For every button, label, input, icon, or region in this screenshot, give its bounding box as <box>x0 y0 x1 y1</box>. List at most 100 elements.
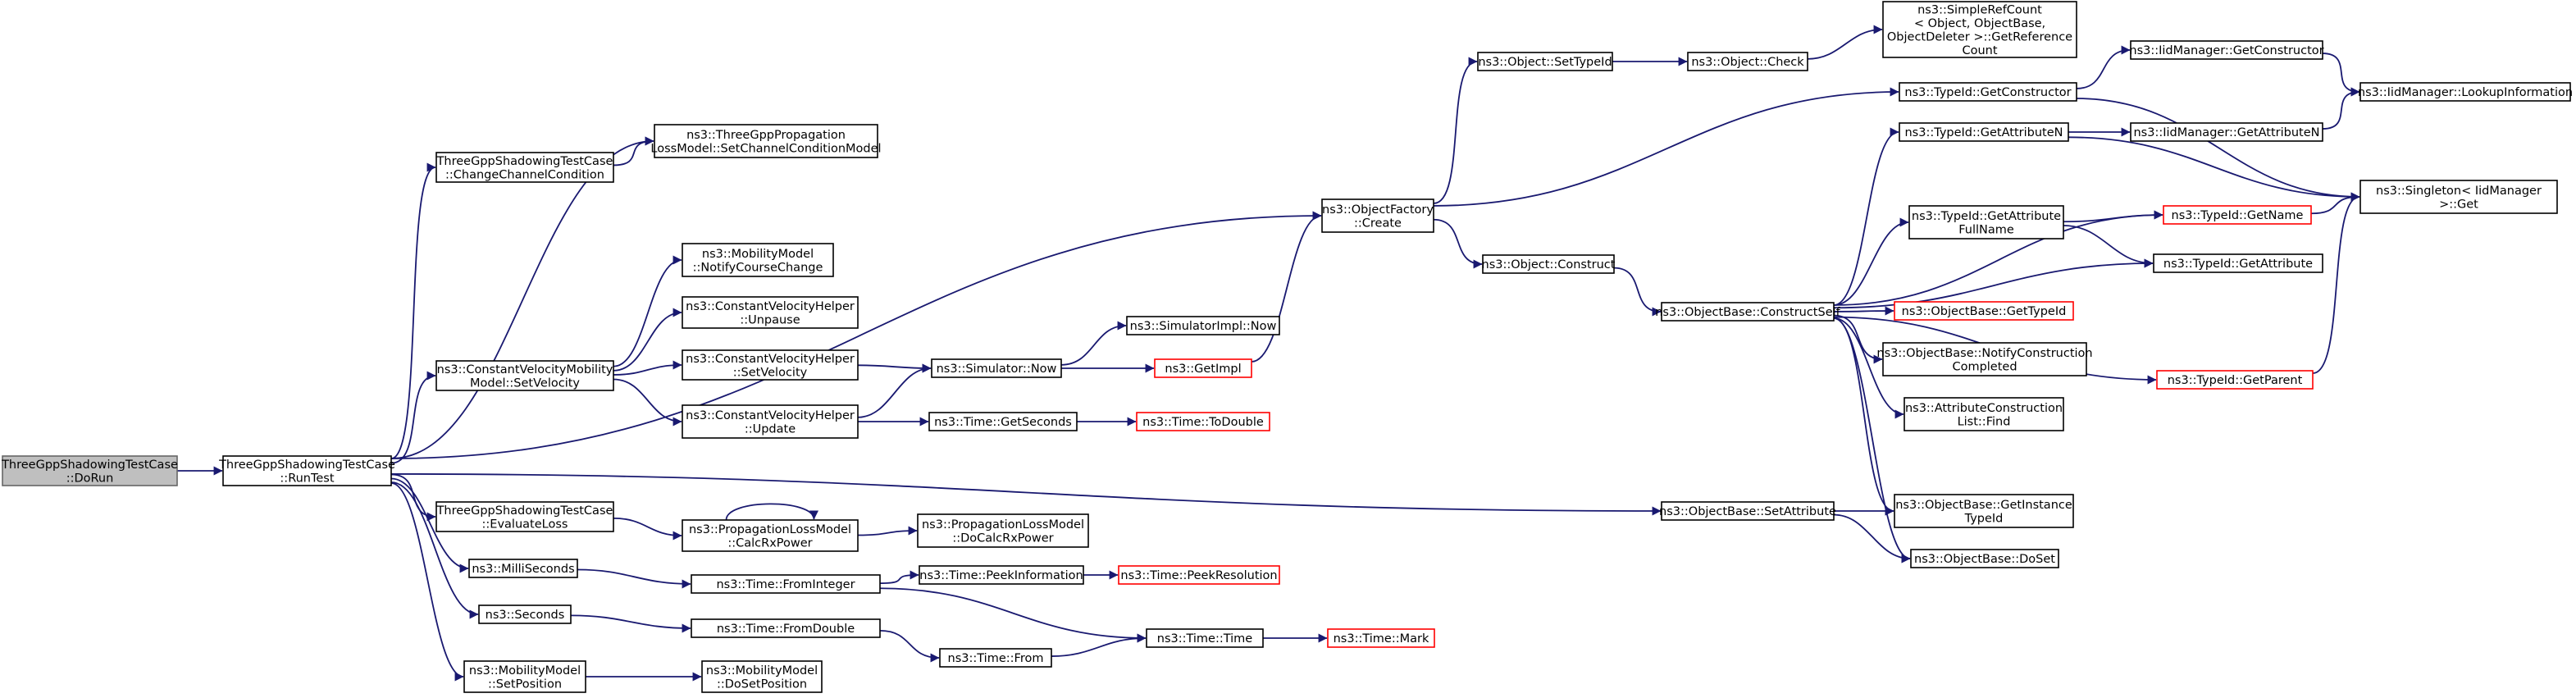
node-runtest[interactable]: ThreeGppShadowingTestCase::RunTest <box>218 455 395 486</box>
node-label: ns3::Time::FromDouble <box>717 623 855 636</box>
node-getattrn[interactable]: ns3::TypeId::GetAttributeN <box>1899 122 2069 142</box>
node-label: ns3::ObjectBase::SetAttribute <box>1659 505 1836 518</box>
node-label: ns3::MilliSeconds <box>472 563 574 576</box>
node-dosetpos[interactable]: ns3::MobilityModel::DoSetPosition <box>701 660 823 693</box>
edge-calcrx-to-docalcrx <box>857 526 918 536</box>
node-obgettypeid[interactable]: ns3::ObjectBase::GetTypeId <box>1894 301 2074 321</box>
node-ofcreate[interactable]: ns3::ObjectFactory::Create <box>1321 198 1434 233</box>
node-box <box>701 660 823 693</box>
node-box <box>654 124 878 158</box>
node-label: ::SetPosition <box>488 677 562 691</box>
node-box <box>1327 628 1435 648</box>
node-getconstructor[interactable]: ns3::TypeId::GetConstructor <box>1899 82 2077 102</box>
node-seconds[interactable]: ns3::Seconds <box>478 604 572 624</box>
node-label: Completed <box>1952 360 2017 373</box>
node-label: < Object, ObjectBase, <box>1914 17 2045 30</box>
edge-getattrn-to-singletonget <box>2068 136 2360 202</box>
node-box <box>1894 494 2074 528</box>
node-from[interactable]: ns3::Time::From <box>939 648 1052 668</box>
node-getattribute[interactable]: ns3::TypeId::GetAttribute <box>2153 253 2323 273</box>
node-time[interactable]: ns3::Time::Time <box>1146 628 1264 648</box>
node-unpause[interactable]: ns3::ConstantVelocityHelper::Unpause <box>682 296 859 329</box>
node-getparent[interactable]: ns3::TypeId::GetParent <box>2156 370 2314 390</box>
node-label: Model::SetVelocity <box>470 376 580 390</box>
node-label: ns3::Object::Construct <box>1482 258 1616 271</box>
node-setpos[interactable]: ns3::MobilityModel::SetPosition <box>463 660 586 693</box>
node-label: ns3::ObjectFactory <box>1322 203 1434 217</box>
node-simplerefcount[interactable]: ns3::SimpleRefCount< Object, ObjectBase,… <box>1882 1 2077 58</box>
node-iidgetconstructor[interactable]: ns3::IidManager::GetConstructor <box>2129 40 2324 60</box>
node-label: ns3::Time::PeekResolution <box>1120 569 1277 582</box>
node-box <box>928 412 1078 431</box>
edge-cvhupdate-to-simnow <box>857 363 932 418</box>
node-dorun[interactable]: ThreeGppShadowingTestCase::DoRun <box>1 455 178 486</box>
node-cvhupdate[interactable]: ns3::ConstantVelocityHelper::Update <box>682 404 859 439</box>
node-peekinfo[interactable]: ns3::Time::PeekInformation <box>919 565 1084 585</box>
node-millis[interactable]: ns3::MilliSeconds <box>468 559 578 578</box>
node-label: List::Find <box>1958 415 2011 428</box>
node-box <box>1882 1 2077 58</box>
node-cvhsetvel[interactable]: ns3::ConstantVelocityHelper::SetVelocity <box>682 349 859 381</box>
node-label: ::Unpause <box>740 313 800 326</box>
node-simimplnow[interactable]: ns3::SimulatorImpl::Now <box>1126 316 1280 335</box>
node-calcrx[interactable]: ns3::PropagationLossModel::CalcRxPower <box>682 519 859 552</box>
node-fromint[interactable]: ns3::Time::FromInteger <box>691 574 881 594</box>
node-box <box>222 455 392 486</box>
node-notifyconstruction[interactable]: ns3::ObjectBase::NotifyConstructionCompl… <box>1876 342 2093 376</box>
node-box <box>682 296 859 329</box>
node-box <box>2163 205 2312 225</box>
node-docalcrx[interactable]: ns3::PropagationLossModel::DoCalcRxPower <box>917 513 1089 548</box>
node-setvelocity[interactable]: ns3::ConstantVelocityMobilityModel::SetV… <box>435 360 614 391</box>
node-label: ns3::ConstantVelocityHelper <box>686 300 855 313</box>
node-label: ns3::TypeId::GetConstructor <box>1904 86 2071 99</box>
node-constructself[interactable]: ns3::ObjectBase::ConstructSelf <box>1655 302 1841 322</box>
node-singletonget[interactable]: ns3::Singleton< IidManager>::Get <box>2359 180 2558 214</box>
node-peekres[interactable]: ns3::Time::PeekResolution <box>1118 565 1280 585</box>
node-box <box>435 501 614 532</box>
node-setccm[interactable]: ns3::ThreeGppPropagationLossModel::SetCh… <box>650 124 882 158</box>
node-box <box>691 574 881 594</box>
node-box <box>919 565 1084 585</box>
node-label: ns3::ObjectBase::DoSet <box>1914 553 2055 566</box>
node-fromdouble[interactable]: ns3::Time::FromDouble <box>691 618 881 638</box>
node-box <box>1154 358 1252 378</box>
node-box <box>1882 342 2087 376</box>
node-settypeid[interactable]: ns3::Object::SetTypeId <box>1477 52 1613 71</box>
node-label: ns3::PropagationLossModel <box>689 523 851 536</box>
node-changecc[interactable]: ThreeGppShadowingTestCase::ChangeChannel… <box>435 152 614 183</box>
node-label: ns3::Simulator::Now <box>937 363 1057 376</box>
node-label: ns3::SimulatorImpl::Now <box>1130 320 1277 333</box>
edge-setattribute-to-doset <box>1833 513 1911 563</box>
node-getseconds[interactable]: ns3::Time::GetSeconds <box>928 412 1078 431</box>
node-label: ns3::Time::Mark <box>1334 632 1429 646</box>
edge-getname-to-singletonget <box>2310 192 2360 215</box>
node-setattribute[interactable]: ns3::ObjectBase::SetAttribute <box>1659 501 1836 521</box>
node-todouble[interactable]: ns3::Time::ToDouble <box>1136 412 1270 431</box>
node-label: ::DoRun <box>66 472 114 485</box>
node-mark[interactable]: ns3::Time::Mark <box>1327 628 1435 648</box>
node-getimpl[interactable]: ns3::GetImpl <box>1154 358 1252 378</box>
edge-constructself-to-doset <box>1833 317 1911 563</box>
node-box <box>1908 205 2064 240</box>
node-construct[interactable]: ns3::Object::Construct <box>1482 254 1616 274</box>
node-getname[interactable]: ns3::TypeId::GetName <box>2163 205 2312 225</box>
node-notifycc[interactable]: ns3::MobilityModel::NotifyCourseChange <box>682 243 834 277</box>
node-label: ns3::PropagationLossModel <box>922 518 1084 531</box>
node-box <box>463 660 586 693</box>
node-box <box>691 618 881 638</box>
node-iidgetattrn[interactable]: ns3::IidManager::GetAttributeN <box>2130 122 2323 142</box>
node-lookupinfo[interactable]: ns3::IidManager::LookupInformation <box>2358 82 2573 102</box>
edge-fromdouble-to-from <box>879 629 940 663</box>
edge-construct-to-constructself <box>1613 267 1662 317</box>
node-label: ns3::TypeId::GetAttributeN <box>1904 126 2063 139</box>
node-doset[interactable]: ns3::ObjectBase::DoSet <box>1910 549 2059 568</box>
node-label: ns3::TypeId::GetAttribute <box>2163 258 2313 271</box>
node-check[interactable]: ns3::Object::Check <box>1687 52 1808 71</box>
node-evalloss[interactable]: ThreeGppShadowingTestCase::EvaluateLoss <box>435 501 614 532</box>
edge-cvhsetvel-to-simnow <box>857 363 932 373</box>
node-simnow[interactable]: ns3::Simulator::Now <box>931 358 1062 378</box>
